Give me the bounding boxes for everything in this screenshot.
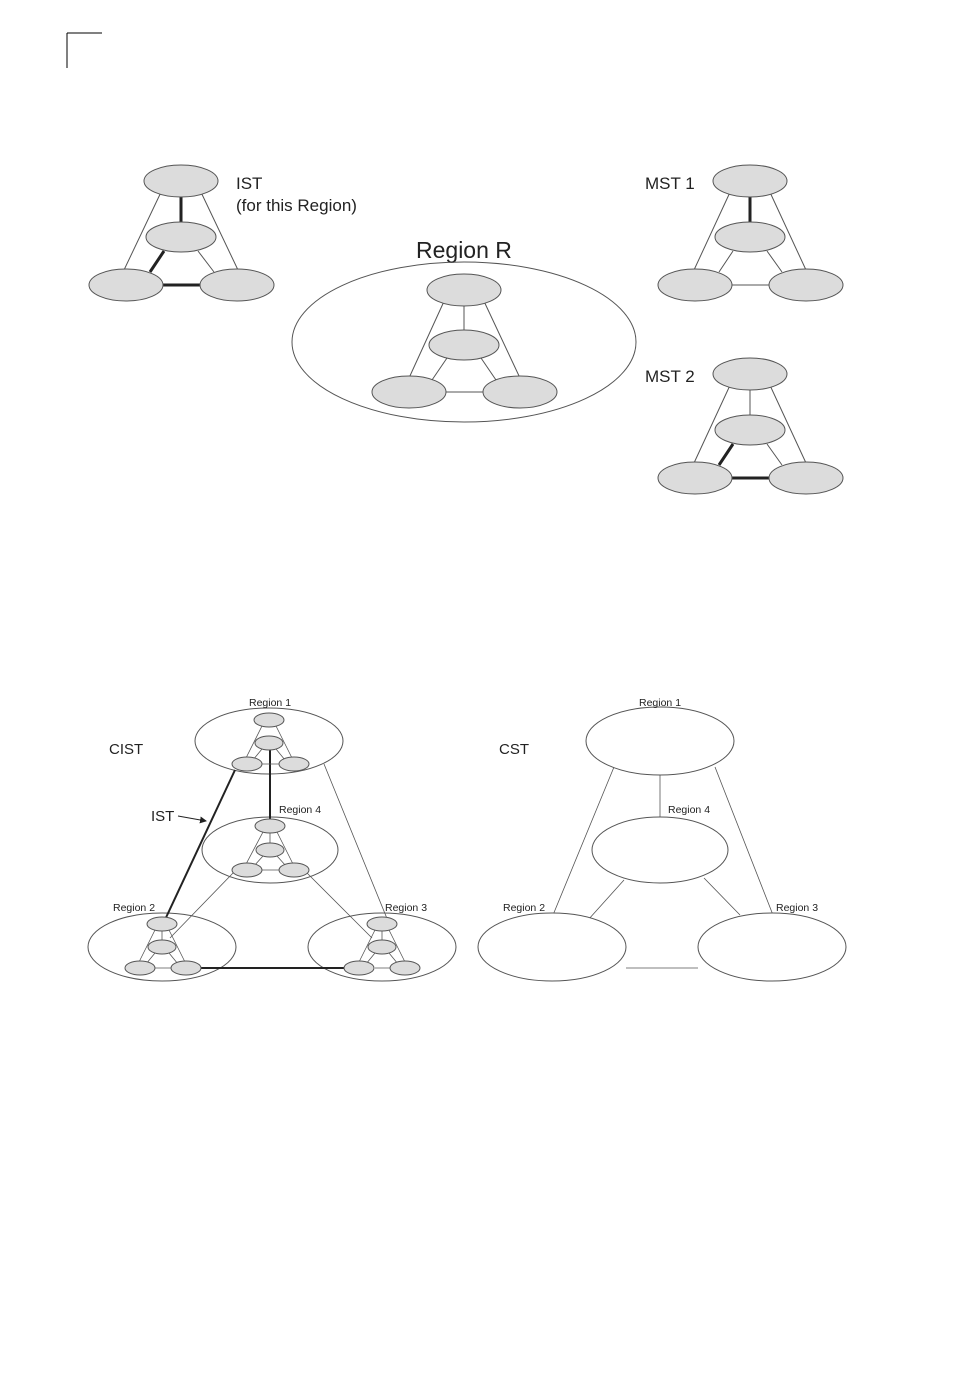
cist-region-2-label: Region 2 [113,902,155,914]
cist-region-1-label: Region 1 [249,697,291,709]
node [232,863,262,877]
cst-region-3-label: Region 3 [776,902,818,914]
cst-label: CST [499,741,529,758]
region-r-label: Region R [416,237,512,263]
node [255,736,283,750]
region-2-tree [125,917,201,975]
node [146,222,216,252]
node [715,415,785,445]
mst1-label: MST 1 [645,174,695,193]
node [390,961,420,975]
region-r-tree [372,274,557,408]
node [279,757,309,771]
node [769,462,843,494]
ist-pointer-arrow [178,816,206,821]
ist-label: IST [236,174,262,193]
node [232,757,262,771]
region-3-tree [344,917,420,975]
crop-mark [67,33,102,68]
cst-region-2 [478,913,626,981]
node [279,863,309,877]
cist-ist-label: IST [151,808,174,825]
node [344,961,374,975]
node [658,269,732,301]
node [256,843,284,857]
cst-region-1 [586,707,734,775]
node [367,917,397,931]
ist-label-sub: (for this Region) [236,196,357,215]
node [769,269,843,301]
region-4-tree [232,819,309,877]
cist-region-3-label: Region 3 [385,902,427,914]
node [372,376,446,408]
node [89,269,163,301]
cst-region-4 [592,817,728,883]
cst-region-2-label: Region 2 [503,902,545,914]
node [715,222,785,252]
node [658,462,732,494]
node [147,917,177,931]
node [713,358,787,390]
node [148,940,176,954]
node [254,713,284,727]
node [171,961,201,975]
node [125,961,155,975]
node [429,330,499,360]
cist-label: CIST [109,741,143,758]
node [255,819,285,833]
node [713,165,787,197]
cist-region-4-label: Region 4 [279,804,321,816]
node [144,165,218,197]
node [200,269,274,301]
node [483,376,557,408]
mst2-label: MST 2 [645,367,695,386]
cst-region-3 [698,913,846,981]
node [427,274,501,306]
node [368,940,396,954]
cst-region-4-label: Region 4 [668,804,710,816]
cst-region-1-label: Region 1 [639,697,681,709]
